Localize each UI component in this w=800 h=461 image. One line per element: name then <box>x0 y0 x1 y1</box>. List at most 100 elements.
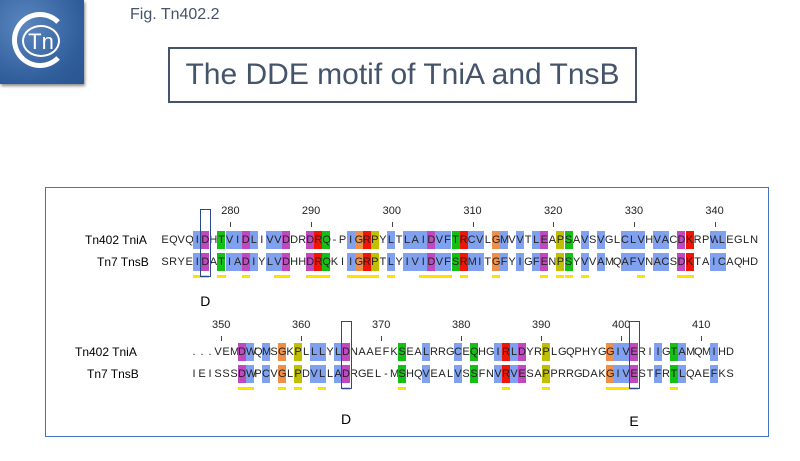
residue: I <box>614 365 622 383</box>
residue: A <box>726 256 734 268</box>
residue: L <box>422 343 430 361</box>
residue: T <box>217 231 226 249</box>
residue: D <box>427 231 436 249</box>
ruler-number: 310 <box>463 205 482 217</box>
sequence-name: Tn7 TnsB <box>87 367 139 381</box>
conservation-underline <box>346 275 355 278</box>
residue: A <box>414 346 422 358</box>
residue: S <box>222 368 230 380</box>
ruler-number: 300 <box>382 205 401 217</box>
ruler-tick <box>553 222 555 227</box>
residue: Q <box>322 231 331 249</box>
residue: - <box>332 234 337 246</box>
residue: G <box>358 368 367 380</box>
residue: V <box>580 231 589 249</box>
conservation-underline <box>443 275 452 278</box>
residue: L <box>318 365 326 383</box>
residue: I <box>710 343 718 361</box>
residue: H <box>209 234 218 246</box>
residue: Y <box>395 256 403 268</box>
residue: R <box>314 231 323 249</box>
residue: Y <box>590 346 598 358</box>
residue: D <box>677 231 686 249</box>
residue: T <box>395 234 403 246</box>
residue: V <box>422 365 430 383</box>
residue: N <box>645 256 654 268</box>
residue: I <box>193 253 202 271</box>
residue: F <box>499 253 508 271</box>
residue: D <box>201 231 210 249</box>
residue: V <box>435 253 444 271</box>
residue: A <box>620 253 629 271</box>
residue: I <box>193 231 202 249</box>
residue: Y <box>258 256 266 268</box>
residue: V <box>589 256 597 268</box>
conservation-underline <box>386 275 396 278</box>
residue: C <box>262 365 270 383</box>
residue: A <box>661 231 670 249</box>
residue: K <box>718 368 726 380</box>
residue: I <box>419 253 428 271</box>
residue: C <box>661 253 670 271</box>
residue: A <box>534 368 542 380</box>
residue: I <box>208 368 212 380</box>
residue: D <box>342 365 350 383</box>
residue: T <box>524 234 532 246</box>
residue: M <box>467 253 477 271</box>
residue: G <box>354 253 363 271</box>
ruler-number: 320 <box>544 205 563 217</box>
residue: W <box>246 365 256 383</box>
residue: G <box>606 343 615 361</box>
residue: L <box>374 368 382 380</box>
residue: M <box>499 231 509 249</box>
residue: D <box>201 253 210 271</box>
residue: L <box>286 368 294 380</box>
residue: V <box>508 234 516 246</box>
residue: L <box>484 234 491 246</box>
motif-label: E <box>629 413 639 429</box>
conservation-underline <box>677 275 686 278</box>
residue: V <box>637 231 646 249</box>
ruler-number: 410 <box>692 319 711 331</box>
residue: I <box>709 253 718 271</box>
residue: L <box>386 231 395 249</box>
residue: Q <box>185 234 194 246</box>
residue: L <box>318 343 326 361</box>
residue: V <box>435 231 444 249</box>
residue: G <box>354 231 363 249</box>
residue: C <box>467 231 476 249</box>
residue: Q <box>254 346 263 358</box>
sequence-name: Tn7 TnsB <box>97 255 149 269</box>
conservation-underline <box>435 275 444 278</box>
residue: A <box>358 346 366 358</box>
residue: S <box>564 231 573 249</box>
residue: S <box>462 368 470 380</box>
residue: V <box>411 253 420 271</box>
conservation-underline <box>398 387 406 390</box>
residue: H <box>742 256 750 268</box>
residue: Q <box>686 368 695 380</box>
residue: A <box>548 234 557 246</box>
residue: E <box>161 234 169 246</box>
residue: Q <box>470 343 479 361</box>
residue: A <box>334 365 342 383</box>
residue: E <box>540 253 549 271</box>
residue: I <box>516 253 525 271</box>
residue: S <box>564 253 573 271</box>
residue: P <box>370 231 379 249</box>
residue: L <box>403 231 412 249</box>
residue: V <box>622 343 630 361</box>
residue: E <box>198 368 206 380</box>
residue: H <box>718 346 726 358</box>
residue: G <box>733 234 743 246</box>
residue: P <box>370 253 379 271</box>
residue: R <box>566 368 574 380</box>
conservation-underline <box>193 275 202 278</box>
residue: G <box>558 346 567 358</box>
conservation-underline <box>606 387 614 390</box>
residue: E <box>630 343 638 361</box>
residue: F <box>478 368 486 380</box>
residue: I <box>494 343 502 361</box>
residue: Q <box>322 253 331 271</box>
residue: V <box>225 231 234 249</box>
